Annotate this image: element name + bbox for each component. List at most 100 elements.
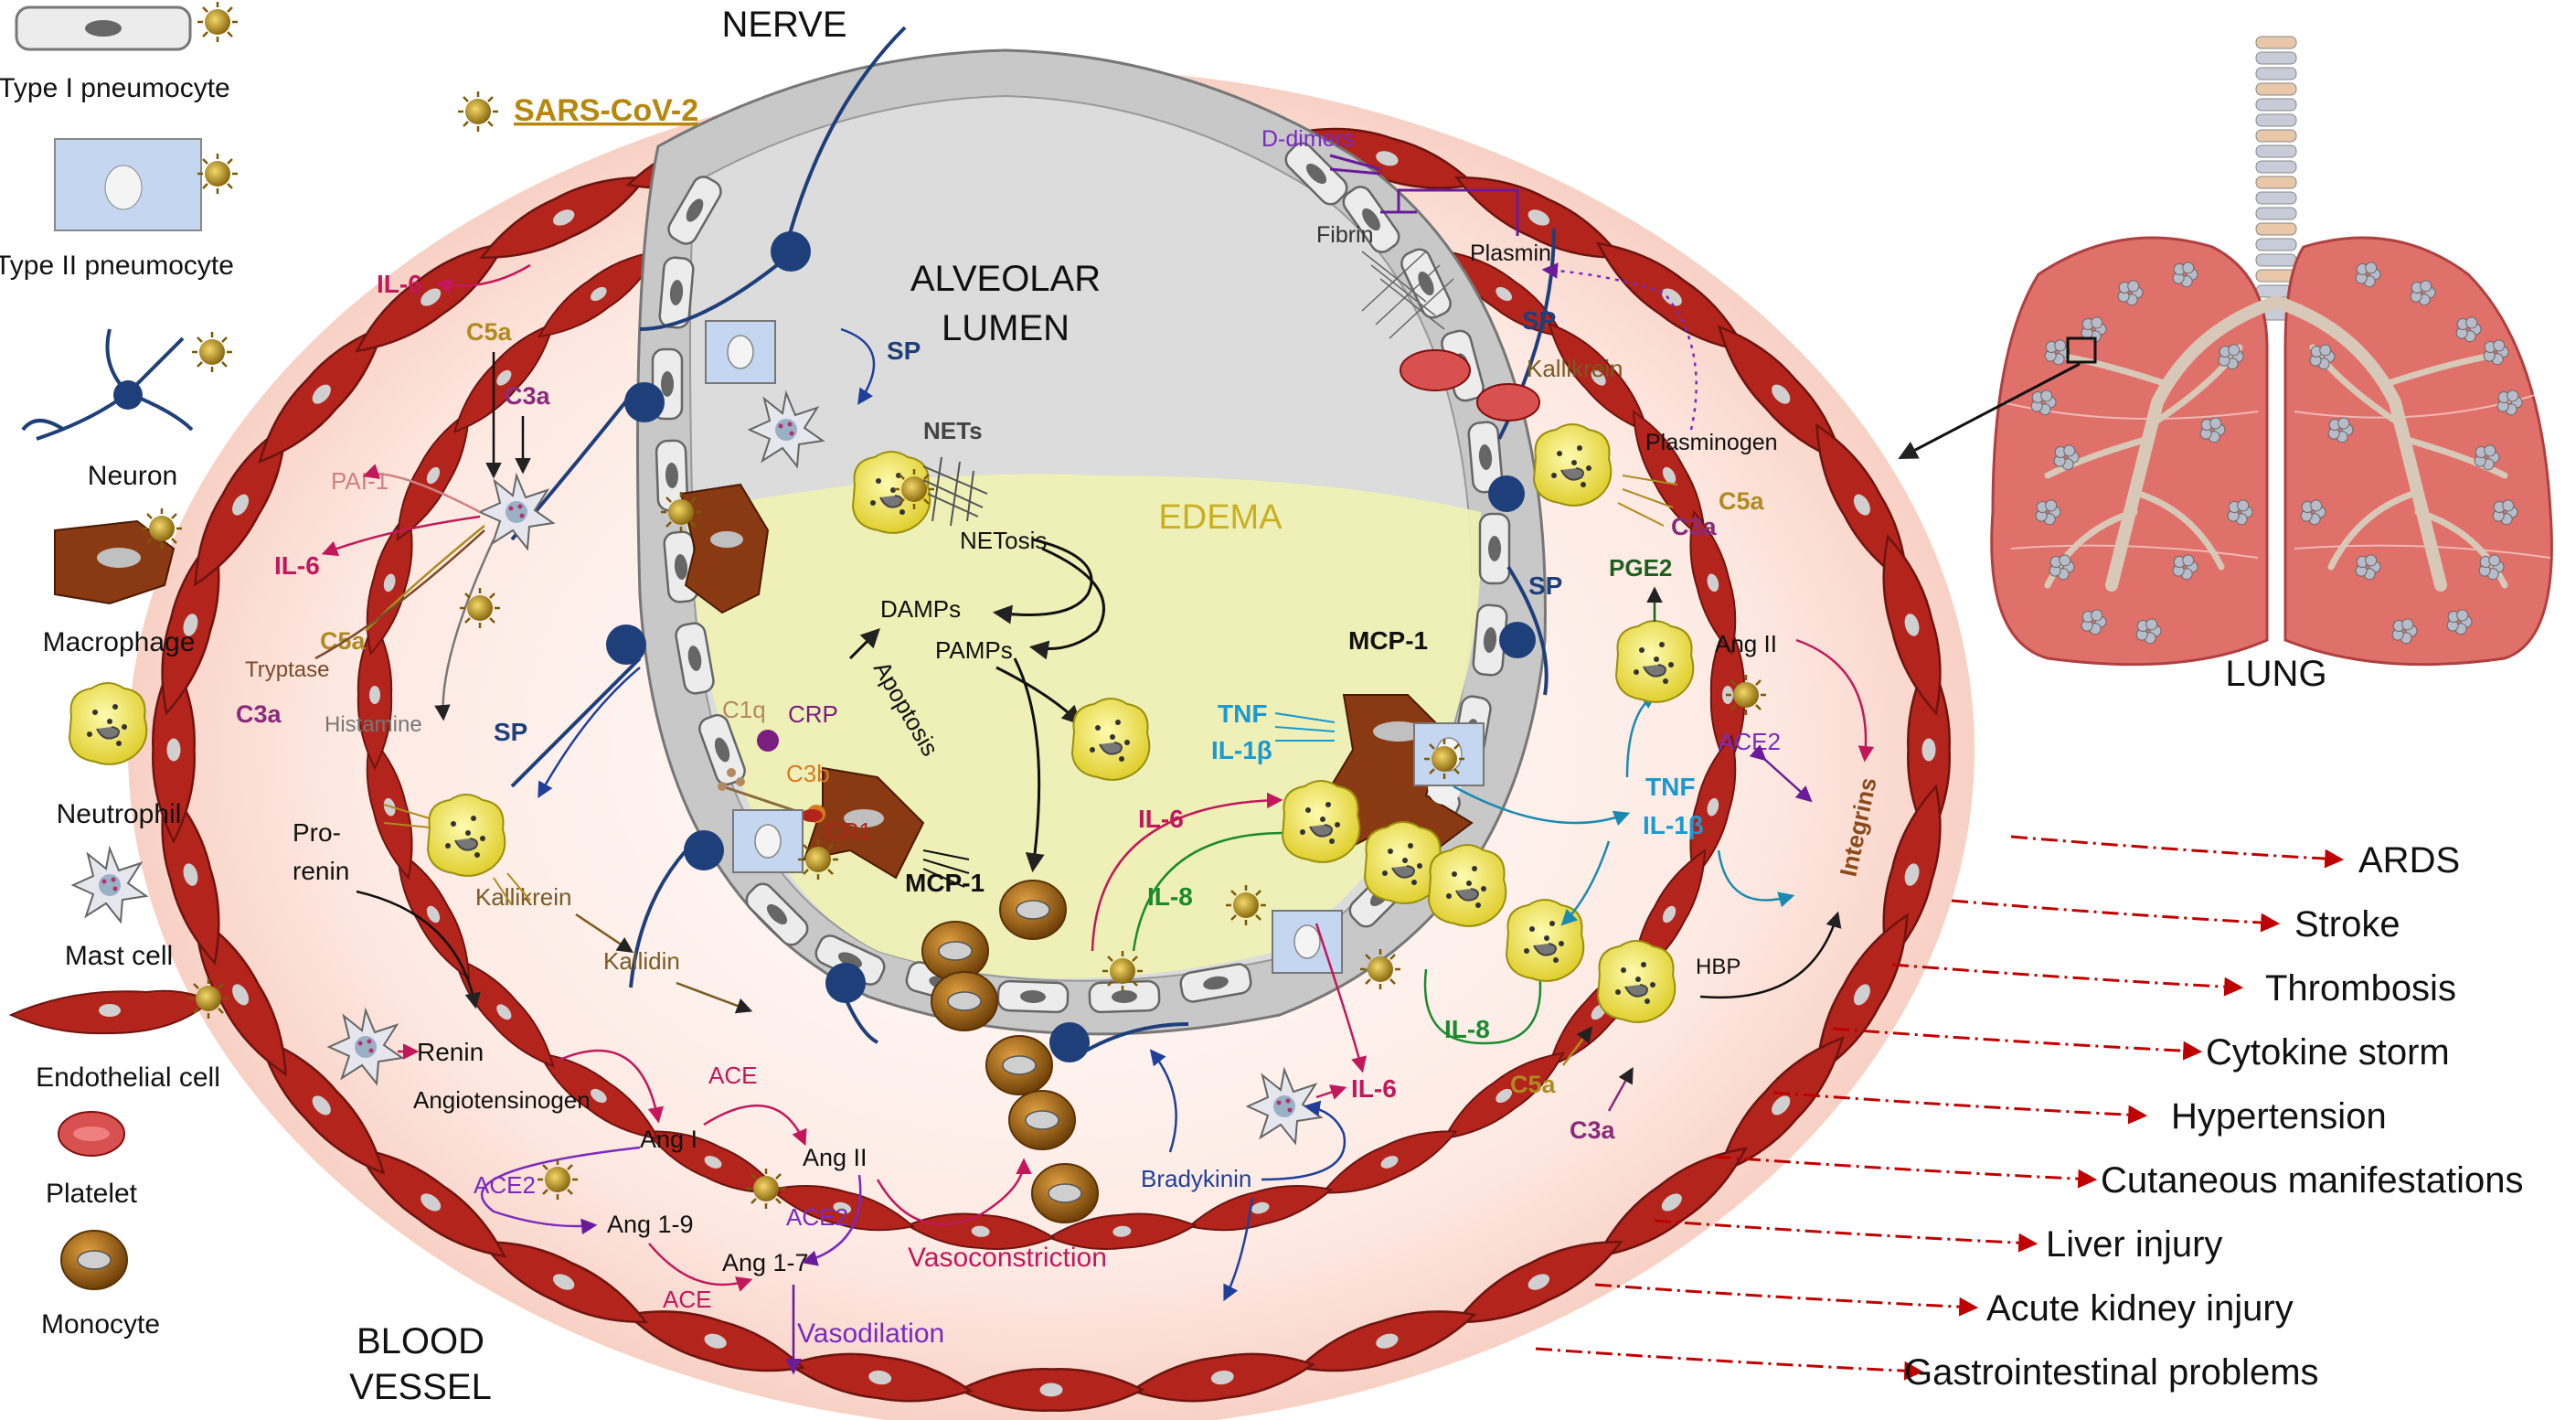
monocyte-lumen <box>999 880 1067 940</box>
type2-pneumocyte-left <box>732 809 804 873</box>
mcp1-label-b: MCP-1 <box>1348 626 1428 655</box>
il1b-label-b: IL-1β <box>1643 811 1704 839</box>
sp-label-a: SP <box>1522 306 1556 335</box>
il8-label-b: IL-8 <box>1444 1015 1490 1043</box>
legend-monocyte: Monocyte <box>41 1309 160 1340</box>
mcp1-label-a: MCP-1 <box>905 869 985 897</box>
c3a-label-d: C3a <box>1671 513 1718 540</box>
alveolar-lumen-label-1: ALVEOLAR <box>910 259 1101 299</box>
platelet <box>1400 349 1471 391</box>
nets-label: NETs <box>923 417 983 444</box>
zoom-box <box>2066 336 2097 364</box>
c3a-label-c: C3a <box>1570 1116 1616 1144</box>
renin-label: Renin <box>417 1038 484 1066</box>
pamps-label: PAMPs <box>935 636 1013 664</box>
outcome-arrow <box>1891 963 2244 997</box>
il1b-label-a: IL-1β <box>1211 736 1272 764</box>
vasoconstriction-label: Vasoconstriction <box>908 1243 1107 1273</box>
alveolar-lumen-label-2: LUMEN <box>942 308 1070 348</box>
type2-pneumocyte-bottom <box>1272 910 1343 974</box>
angiotensinogen-label: Angiotensinogen <box>413 1086 591 1114</box>
bronchi <box>2105 295 2447 592</box>
monocyte <box>1031 1163 1099 1223</box>
lung-label: LUNG <box>2225 654 2326 694</box>
nets-mesh <box>922 456 988 527</box>
outcome-arrow <box>1951 899 2281 933</box>
outcome-label: Hypertension <box>2171 1096 2387 1137</box>
crp-label: CRP <box>788 700 838 728</box>
prorenin-label-1: Pro- <box>293 818 341 847</box>
neutrophil-left <box>427 794 506 877</box>
outcome-arrow <box>1832 1027 2203 1061</box>
legend-mast-cell: Mast cell <box>65 941 173 971</box>
tnf-label-b: TNF <box>1645 773 1695 801</box>
ang2-label-a: Ang II <box>803 1144 868 1171</box>
outcome-label: Stroke <box>2294 904 2400 945</box>
plasminogen-label: Plasminogen <box>1645 430 1778 455</box>
neutrophil <box>1428 844 1507 927</box>
outcome-label: Liver injury <box>2046 1224 2222 1265</box>
c3b-label: C3b <box>786 760 830 787</box>
outcome-label: ARDS <box>2358 840 2460 881</box>
legend-type2-pneumocyte: Type II pneumocyte <box>0 251 234 281</box>
type1-pneumocyte <box>996 979 1070 1014</box>
tryptase-label: Tryptase <box>245 657 329 682</box>
type1-pneumocyte <box>1088 979 1161 1014</box>
fibrin-label: Fibrin <box>1316 222 1374 248</box>
ace-label-a: ACE <box>708 1062 757 1089</box>
outcome-arrow <box>1772 1091 2148 1125</box>
monocyte <box>985 1035 1053 1095</box>
neutrophil <box>1597 940 1677 1023</box>
type2-pneumocyte-top <box>705 320 776 384</box>
il6-label-a: IL-6 <box>377 270 422 298</box>
pge2-label: PGE2 <box>1609 554 1672 582</box>
alveoli-clusters <box>2030 262 2523 645</box>
outcome-label: Cutaneous manifestations <box>2101 1160 2524 1201</box>
neutrophil <box>1282 780 1361 863</box>
outcome-label: Cytokine storm <box>2206 1032 2450 1073</box>
legend-macrophage: Macrophage <box>43 627 196 657</box>
ace2-label-a: ACE2 <box>474 1171 536 1199</box>
sp-label-d: SP <box>887 336 921 365</box>
c5a-label-a: C5a <box>466 318 513 346</box>
kallikrein-label-b: Kallikrein <box>1527 355 1623 382</box>
ang19-label: Ang 1-9 <box>607 1211 694 1238</box>
c3a-label-b: C3a <box>236 700 282 728</box>
ace2-label-c: ACE2 <box>1719 728 1781 755</box>
damps-label: DAMPs <box>880 595 961 623</box>
type1-pneumocyte <box>1478 512 1511 585</box>
pai1-label: PAI-1 <box>331 467 389 495</box>
cr1-label: CR1 <box>825 817 872 845</box>
lung-illustration: LUNG <box>1898 36 2553 694</box>
outcome-arrow <box>1594 1283 1979 1317</box>
vasodilation-label: Vasodilation <box>797 1319 944 1349</box>
netosis-label: NETosis <box>960 527 1047 554</box>
platelet <box>1476 383 1540 422</box>
fibrin-mesh <box>1361 251 1454 339</box>
monocyte <box>1008 1090 1076 1150</box>
legend-endothelial-cell: Endothelial cell <box>36 1062 220 1093</box>
bradykinin-label: Bradykinin <box>1141 1165 1251 1192</box>
neutrophil-right <box>1615 620 1695 703</box>
monocyte <box>921 921 989 981</box>
outcome-label: Acute kidney injury <box>1986 1288 2294 1329</box>
neuron-body <box>771 231 811 272</box>
c5a-label-c: C5a <box>1510 1071 1557 1098</box>
outcome-arrow <box>1713 1155 2098 1189</box>
kallikrein-label-a: Kallikrein <box>475 883 572 911</box>
legend-neutrophil: Neutrophil <box>57 799 182 829</box>
outcome-arrow <box>1535 1347 1924 1381</box>
il6-label-b: IL-6 <box>274 551 320 580</box>
legend: Type I pneumocyte Type II pneumocyte Neu… <box>0 0 698 1340</box>
prorenin-label-2: renin <box>293 857 349 885</box>
il8-label-a: IL-8 <box>1147 882 1193 911</box>
ace2-label-b: ACE2 <box>786 1203 848 1231</box>
neutrophil-lumen <box>1071 698 1151 781</box>
plasmin-label: Plasmin <box>1470 240 1551 266</box>
outcome-arrow <box>1654 1219 2038 1253</box>
sp-label-b: SP <box>494 718 527 746</box>
outcome-label: Thrombosis <box>2265 968 2456 1009</box>
legend-type1-pneumocyte: Type I pneumocyte <box>0 73 230 103</box>
legend-sars-cov-2: SARS-CoV-2 <box>514 93 698 128</box>
